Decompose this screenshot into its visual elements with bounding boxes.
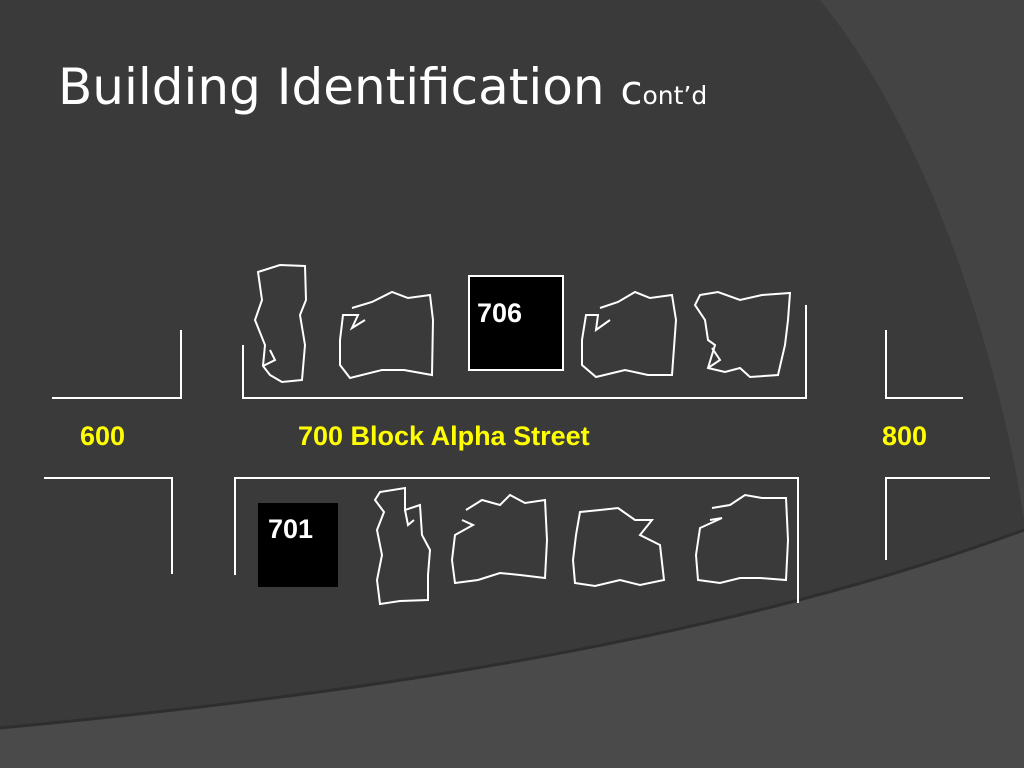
block-600-label: 600: [80, 421, 126, 451]
street-name-label: 700 Block Alpha Street: [298, 421, 590, 451]
building-north-5: [693, 290, 792, 379]
building-south-3: [450, 493, 549, 585]
background-swoosh-bottom: [0, 530, 1024, 768]
building-north-4: [581, 290, 678, 379]
corner-800-south: [885, 477, 990, 560]
title-c: c: [620, 68, 643, 114]
building-701-label: 701: [268, 514, 314, 544]
corner-600-south: [44, 477, 173, 574]
building-south-5: [694, 493, 790, 585]
title-cont: ont’d: [642, 81, 708, 110]
building-706-label: 706: [477, 298, 523, 328]
building-south-4: [571, 506, 666, 588]
background-swoosh-top: [820, 0, 1024, 520]
building-north-5-notch: [707, 347, 722, 369]
corner-800-north: [885, 330, 963, 399]
page-title: Building Identification cont’d: [58, 62, 707, 112]
building-north-1: [253, 263, 308, 384]
building-north-2: [339, 290, 435, 380]
building-north-1-notch: [262, 349, 277, 367]
corner-600-north: [52, 330, 182, 399]
building-706-highlight: [468, 275, 564, 371]
building-south-2-notch: [404, 509, 415, 527]
building-south-2: [373, 486, 432, 606]
title-main: Building Identification: [58, 58, 621, 116]
lot-line-south: [234, 477, 799, 603]
lot-line-north: [242, 305, 807, 399]
building-701-highlight: [258, 503, 338, 587]
block-800-label: 800: [882, 421, 928, 451]
